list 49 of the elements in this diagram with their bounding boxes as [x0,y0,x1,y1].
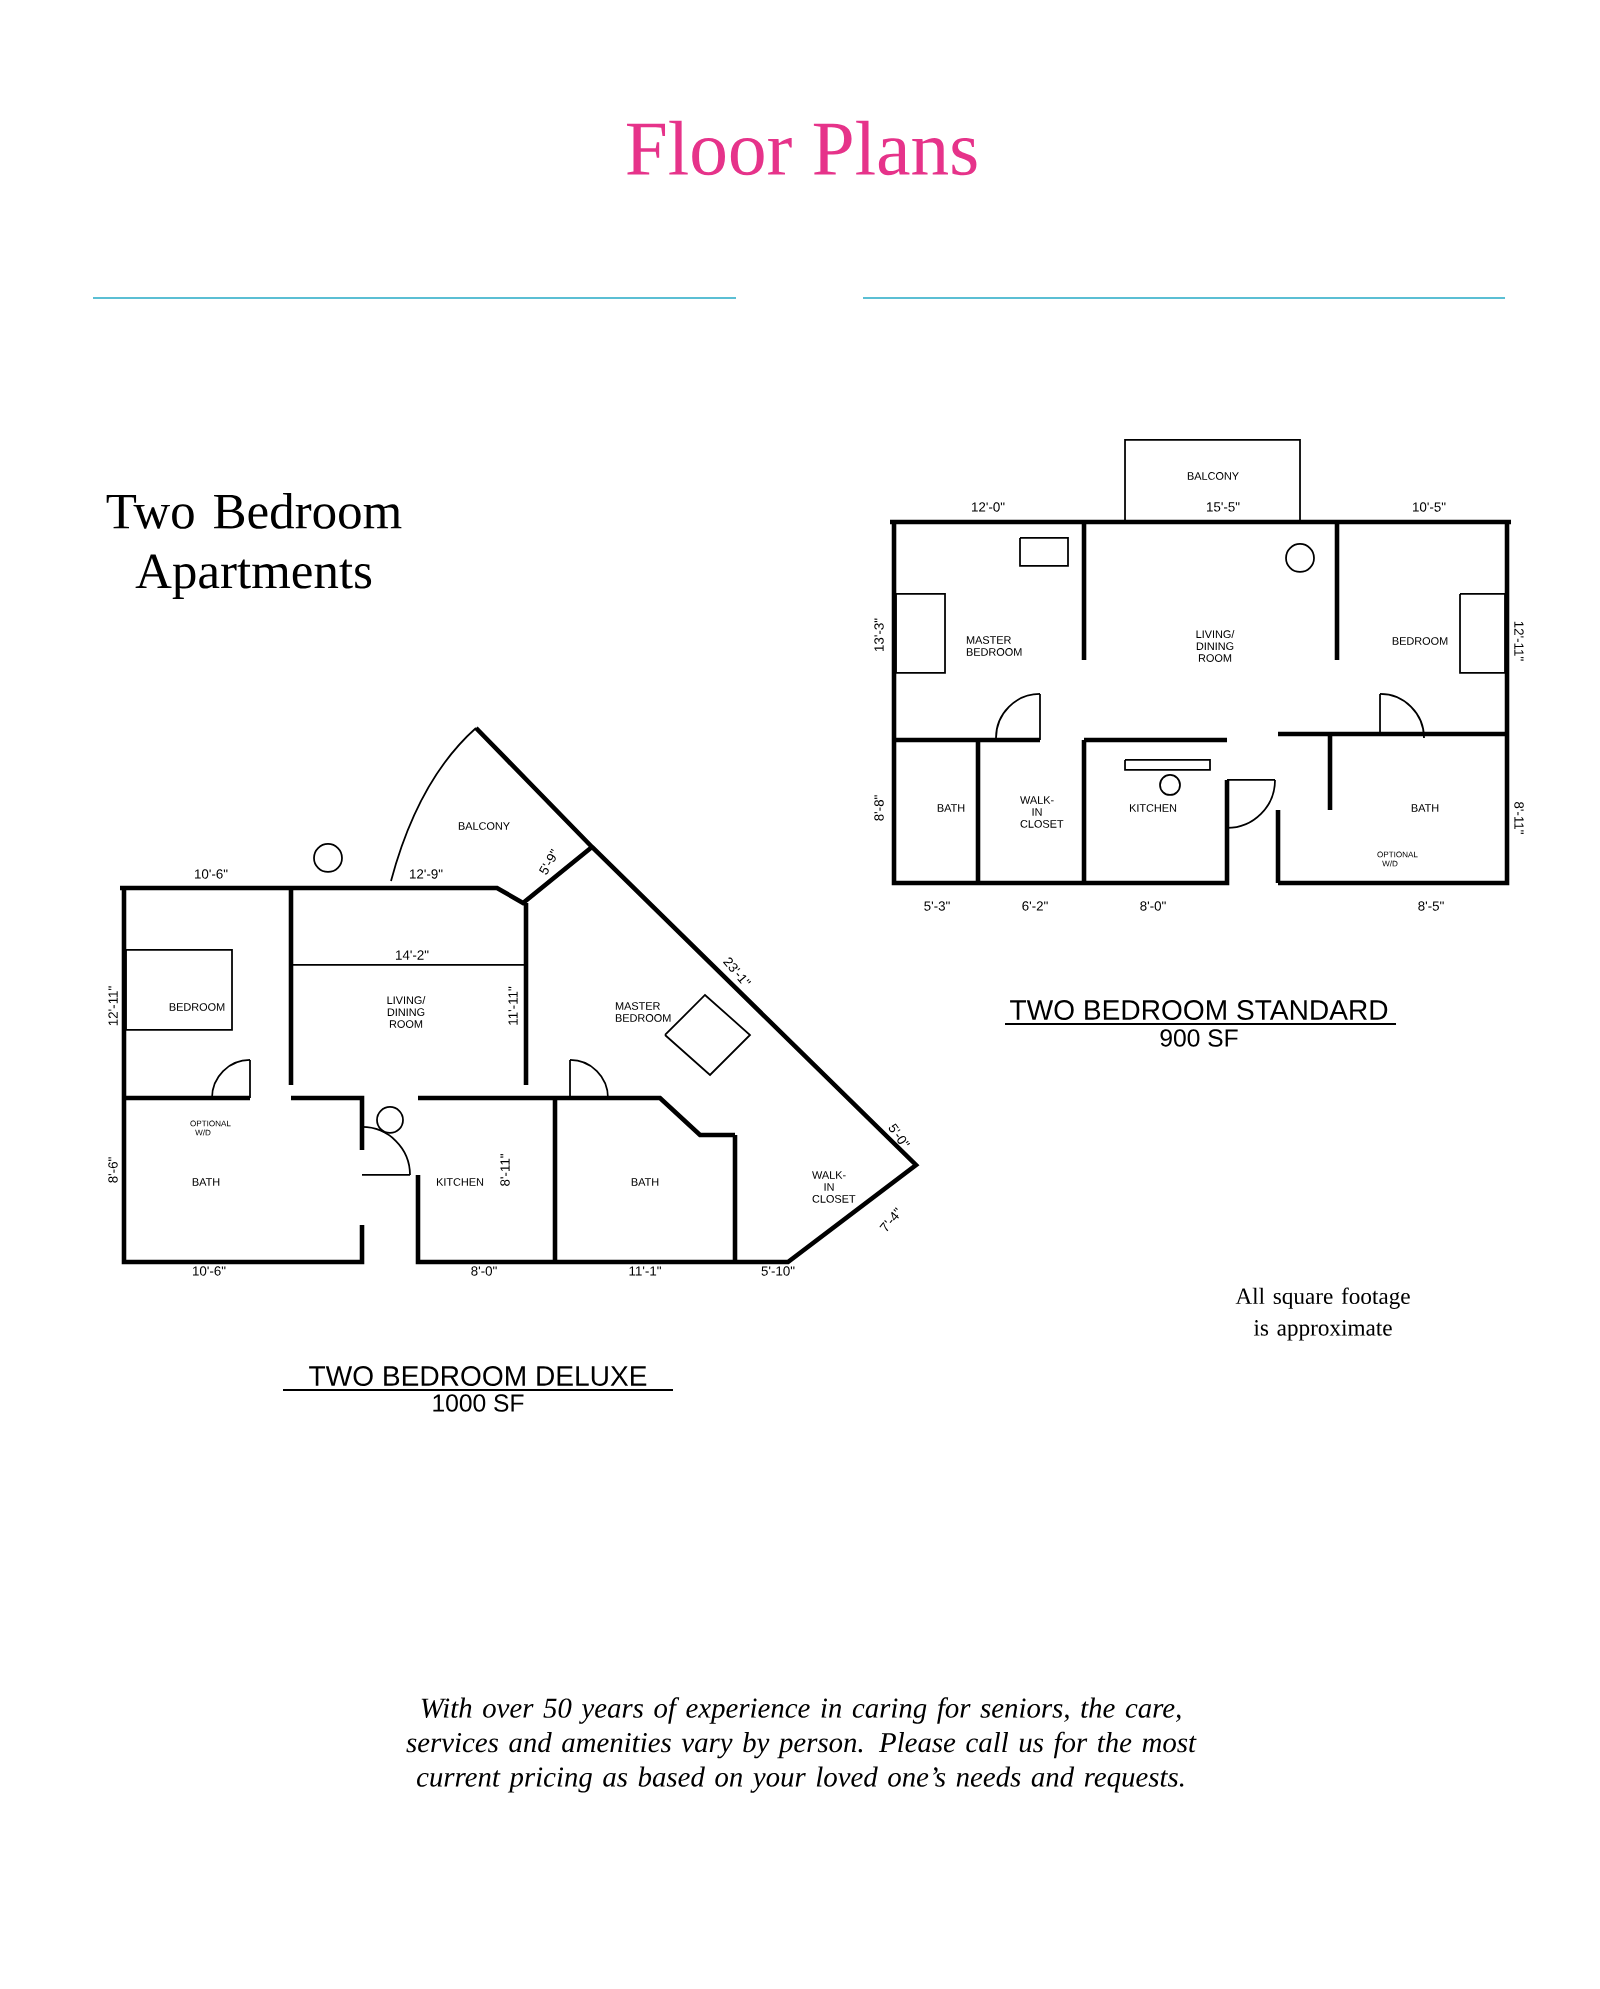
dimension-label: 8'-11" [500,1154,510,1186]
room-label: KITCHEN [1130,804,1177,812]
room-label: LIVING/ DINING ROOM [1196,630,1235,662]
dimension-label: 8'-0" [1140,901,1166,911]
dimension-label: 8'-6" [108,1157,118,1183]
dimension-label: 8'-11" [1514,802,1524,834]
dimension-label: 10'-5" [1413,502,1446,512]
room-label: KITCHEN [437,1178,484,1186]
title: Floor Plans [627,120,977,176]
room-label: WALK-IN CLOSET [812,1171,856,1203]
room-label: BATH [1411,804,1439,812]
dimension-label: 5'-0" [888,1123,911,1146]
dimension-label: 15'-5" [1207,502,1240,512]
room-label: BEDROOM [169,1003,225,1011]
dimension-label: 5'-10" [761,1266,795,1276]
dimension-label: 11'-11" [508,986,518,1025]
dimension-label: 11'-1" [629,1266,661,1276]
room-label: BEDROOM [1392,637,1448,645]
room-label: OPTIONAL W/D [1377,851,1418,867]
plan-title: TWO BEDROOM STANDARD [1010,1000,1388,1020]
dimension-label: 12'-9" [410,869,443,879]
area-label: 900 SF [1160,1029,1238,1047]
dimension-label: 13'-3" [874,618,884,651]
dimension-label: 12'-11" [1514,621,1524,661]
room-label: OPTIONAL W/D [190,1120,231,1136]
dimension-label: 12'-11" [108,986,118,1026]
dimension-label: 14'-2" [396,950,429,960]
dimension-label: 6'-2" [1022,901,1048,911]
note: All square footage is approximate [1235,1287,1410,1341]
room-label: BATH [937,804,965,812]
room-label: MASTER BEDROOM [966,636,1022,656]
room-label: LIVING/ DINING ROOM [387,996,426,1028]
dimension-label: 10'-6" [195,869,228,879]
dimension-label: 8'-8" [874,795,884,821]
dimension-label: 12'-0" [972,502,1005,512]
plan-title: TWO BEDROOM DELUXE [309,1366,647,1386]
paragraph: With over 50 years of experience in caring for seniors, the care, services and amenities vary by person. Please call us for the most current pricing as based on your loved one’s needs and requests. [406,1697,1197,1793]
room-label: BALCONY [458,822,510,830]
dimension-label: 8'-0" [471,1266,497,1276]
dimension-label: 8'-5" [1418,901,1444,911]
room-label: BALCONY [1187,472,1239,480]
dimension-label: 5'-3" [924,901,950,911]
area-label: 1000 SF [433,1394,524,1412]
room-label: WALK-IN CLOSET [1020,796,1064,828]
dimension-label: 10'-6" [193,1266,226,1276]
room-label: BATH [192,1178,220,1186]
heading: Two Bedroom Apartments [106,492,402,599]
room-label: BATH [631,1178,659,1186]
room-label: MASTER BEDROOM [615,1002,671,1022]
